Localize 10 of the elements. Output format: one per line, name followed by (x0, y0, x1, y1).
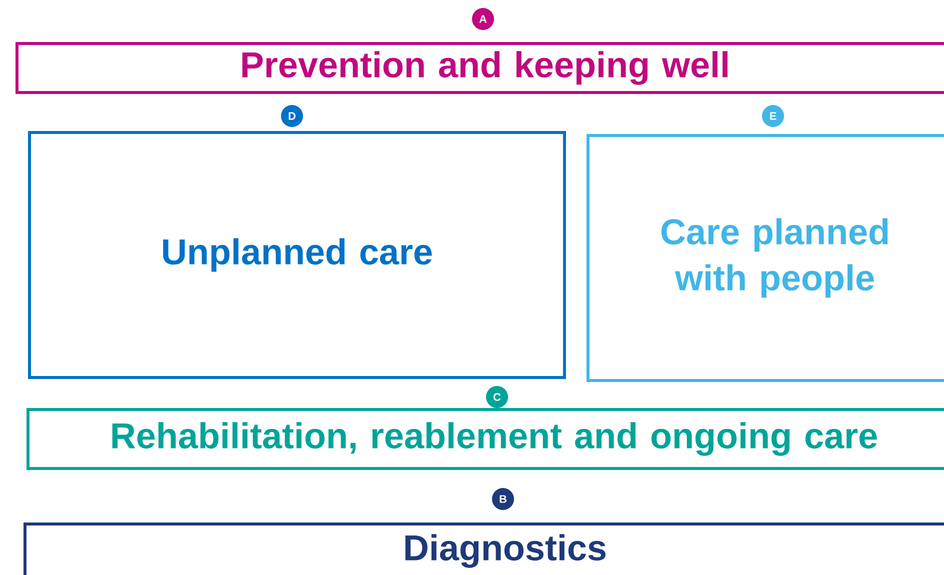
letter-badge: A (472, 8, 494, 30)
category-box: Diagnostics (24, 522, 944, 575)
letter-badge: C (486, 386, 508, 408)
category-box: Unplanned care (28, 131, 566, 379)
letter-badge: D (281, 105, 303, 127)
category-box: Prevention and keeping well (16, 42, 944, 94)
letter-badge: E (762, 105, 784, 127)
letter-badge: B (492, 488, 514, 510)
category-box: Care planned with people (586, 134, 944, 382)
category-box: Rehabilitation, reablement and ongoing care (26, 408, 944, 470)
